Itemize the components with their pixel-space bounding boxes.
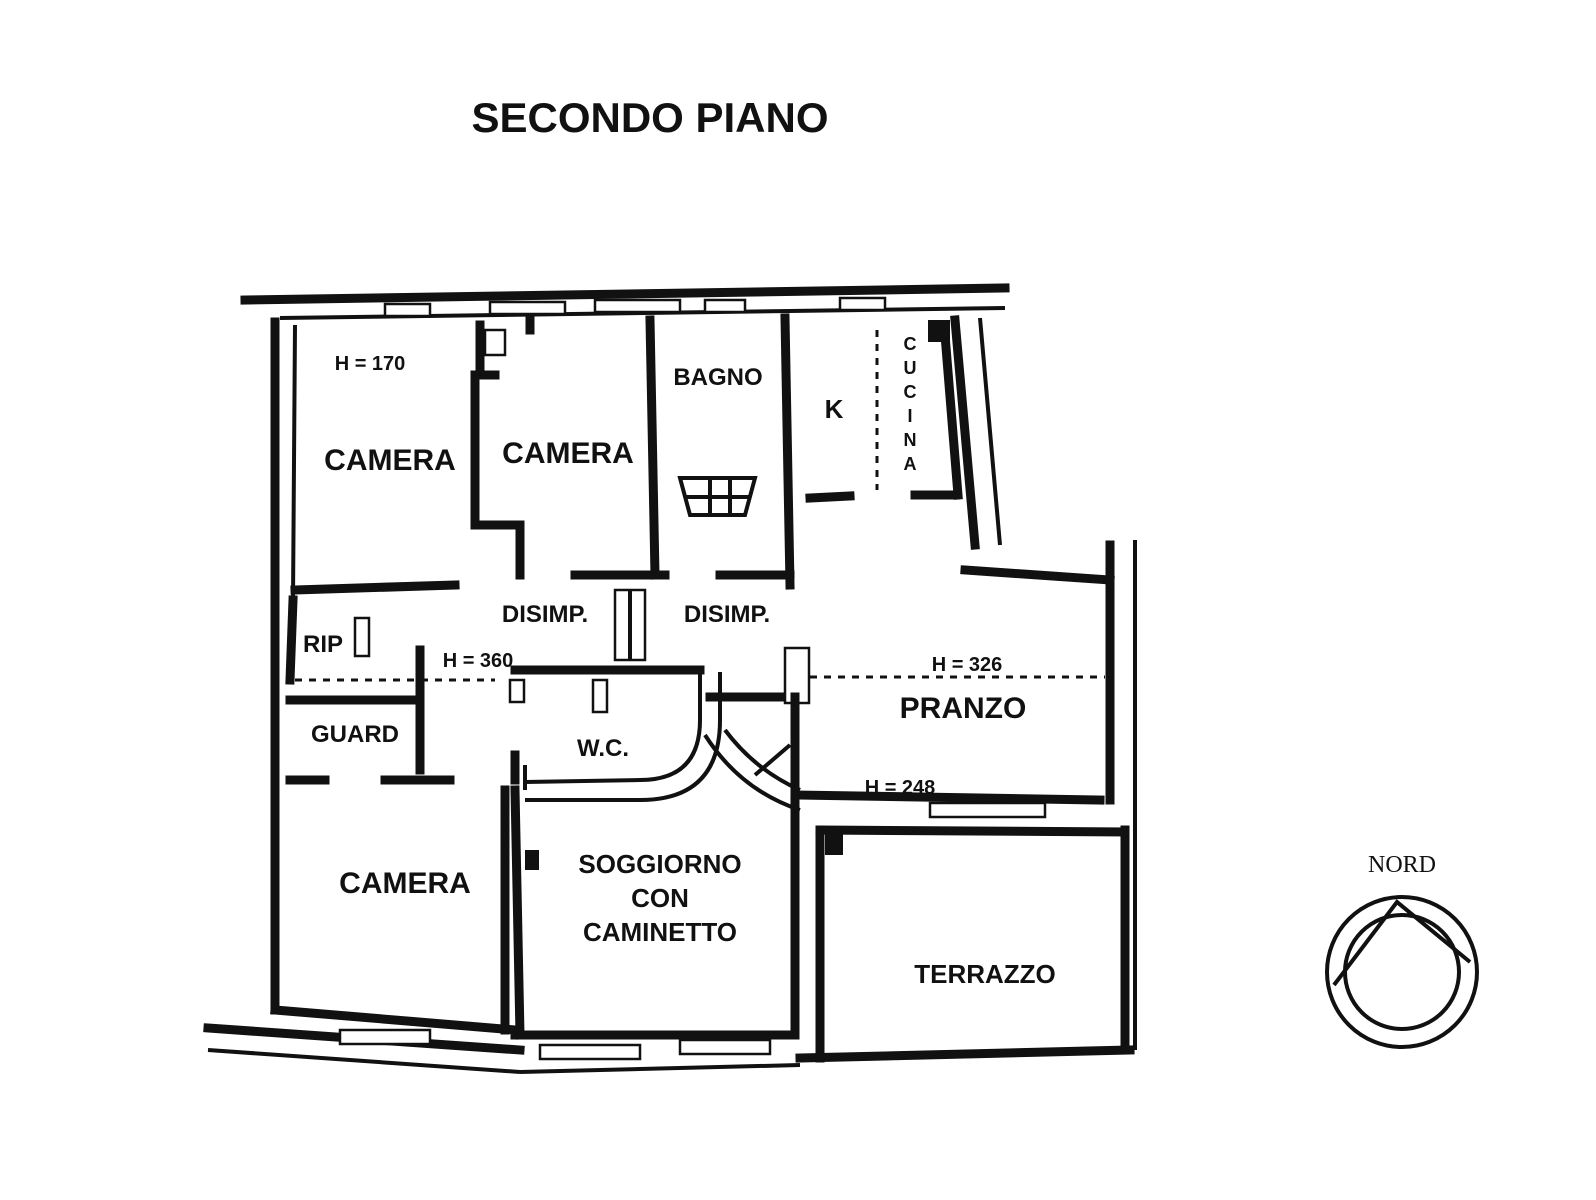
room-k: K — [825, 394, 844, 424]
plan-title: SECONDO PIANO — [471, 94, 828, 141]
bathtub-fixture — [677, 476, 758, 517]
cucina-letter: I — [907, 406, 912, 426]
room-disimp-1: DISIMP. — [502, 601, 588, 628]
room-disimp-2: DISIMP. — [684, 601, 770, 628]
room-soggiorno: SOGGIORNO CON CAMINETTO — [578, 849, 741, 947]
room-guard: GUARD — [311, 721, 399, 748]
soggiorno-line: CAMINETTO — [583, 917, 737, 947]
room-camera-nw: CAMERA — [324, 444, 456, 477]
room-pranzo: PRANZO — [900, 692, 1027, 725]
height-labels: H = 170 H = 360 H = 326 H = 248 — [335, 353, 1003, 799]
cucina-letter: U — [904, 358, 917, 378]
room-terrazzo: TERRAZZO — [914, 959, 1056, 989]
cucina-letter: N — [904, 430, 917, 450]
room-camera-n: CAMERA — [502, 437, 634, 470]
cucina-letter: A — [904, 454, 917, 474]
room-cucina: C U C I N A — [904, 334, 917, 474]
room-camera-sw: CAMERA — [339, 867, 471, 900]
soggiorno-line: CON — [631, 883, 689, 913]
height-label: H = 170 — [335, 353, 406, 375]
height-label: H = 360 — [443, 650, 514, 672]
north-compass: NORD — [1325, 852, 1479, 1049]
compass-outer-ring — [1325, 895, 1479, 1049]
height-label: H = 326 — [932, 654, 1003, 676]
interior-walls — [285, 313, 1130, 1063]
cucina-letter: C — [904, 382, 917, 402]
room-rip: RIP — [303, 631, 343, 658]
cucina-letter: C — [904, 334, 917, 354]
compass-inner-ring — [1343, 913, 1461, 1031]
room-labels: CAMERA CAMERA BAGNO K C U C I N A DISIMP… — [303, 334, 1056, 989]
windows — [338, 296, 1047, 1061]
north-arrow-icon — [1332, 899, 1472, 987]
room-bagno: BAGNO — [673, 364, 762, 391]
compass-label: NORD — [1368, 852, 1436, 878]
room-wc: W.C. — [577, 735, 629, 762]
height-label: H = 248 — [865, 777, 936, 799]
outer-walls — [203, 283, 1137, 1074]
soggiorno-line: SOGGIORNO — [578, 849, 741, 879]
